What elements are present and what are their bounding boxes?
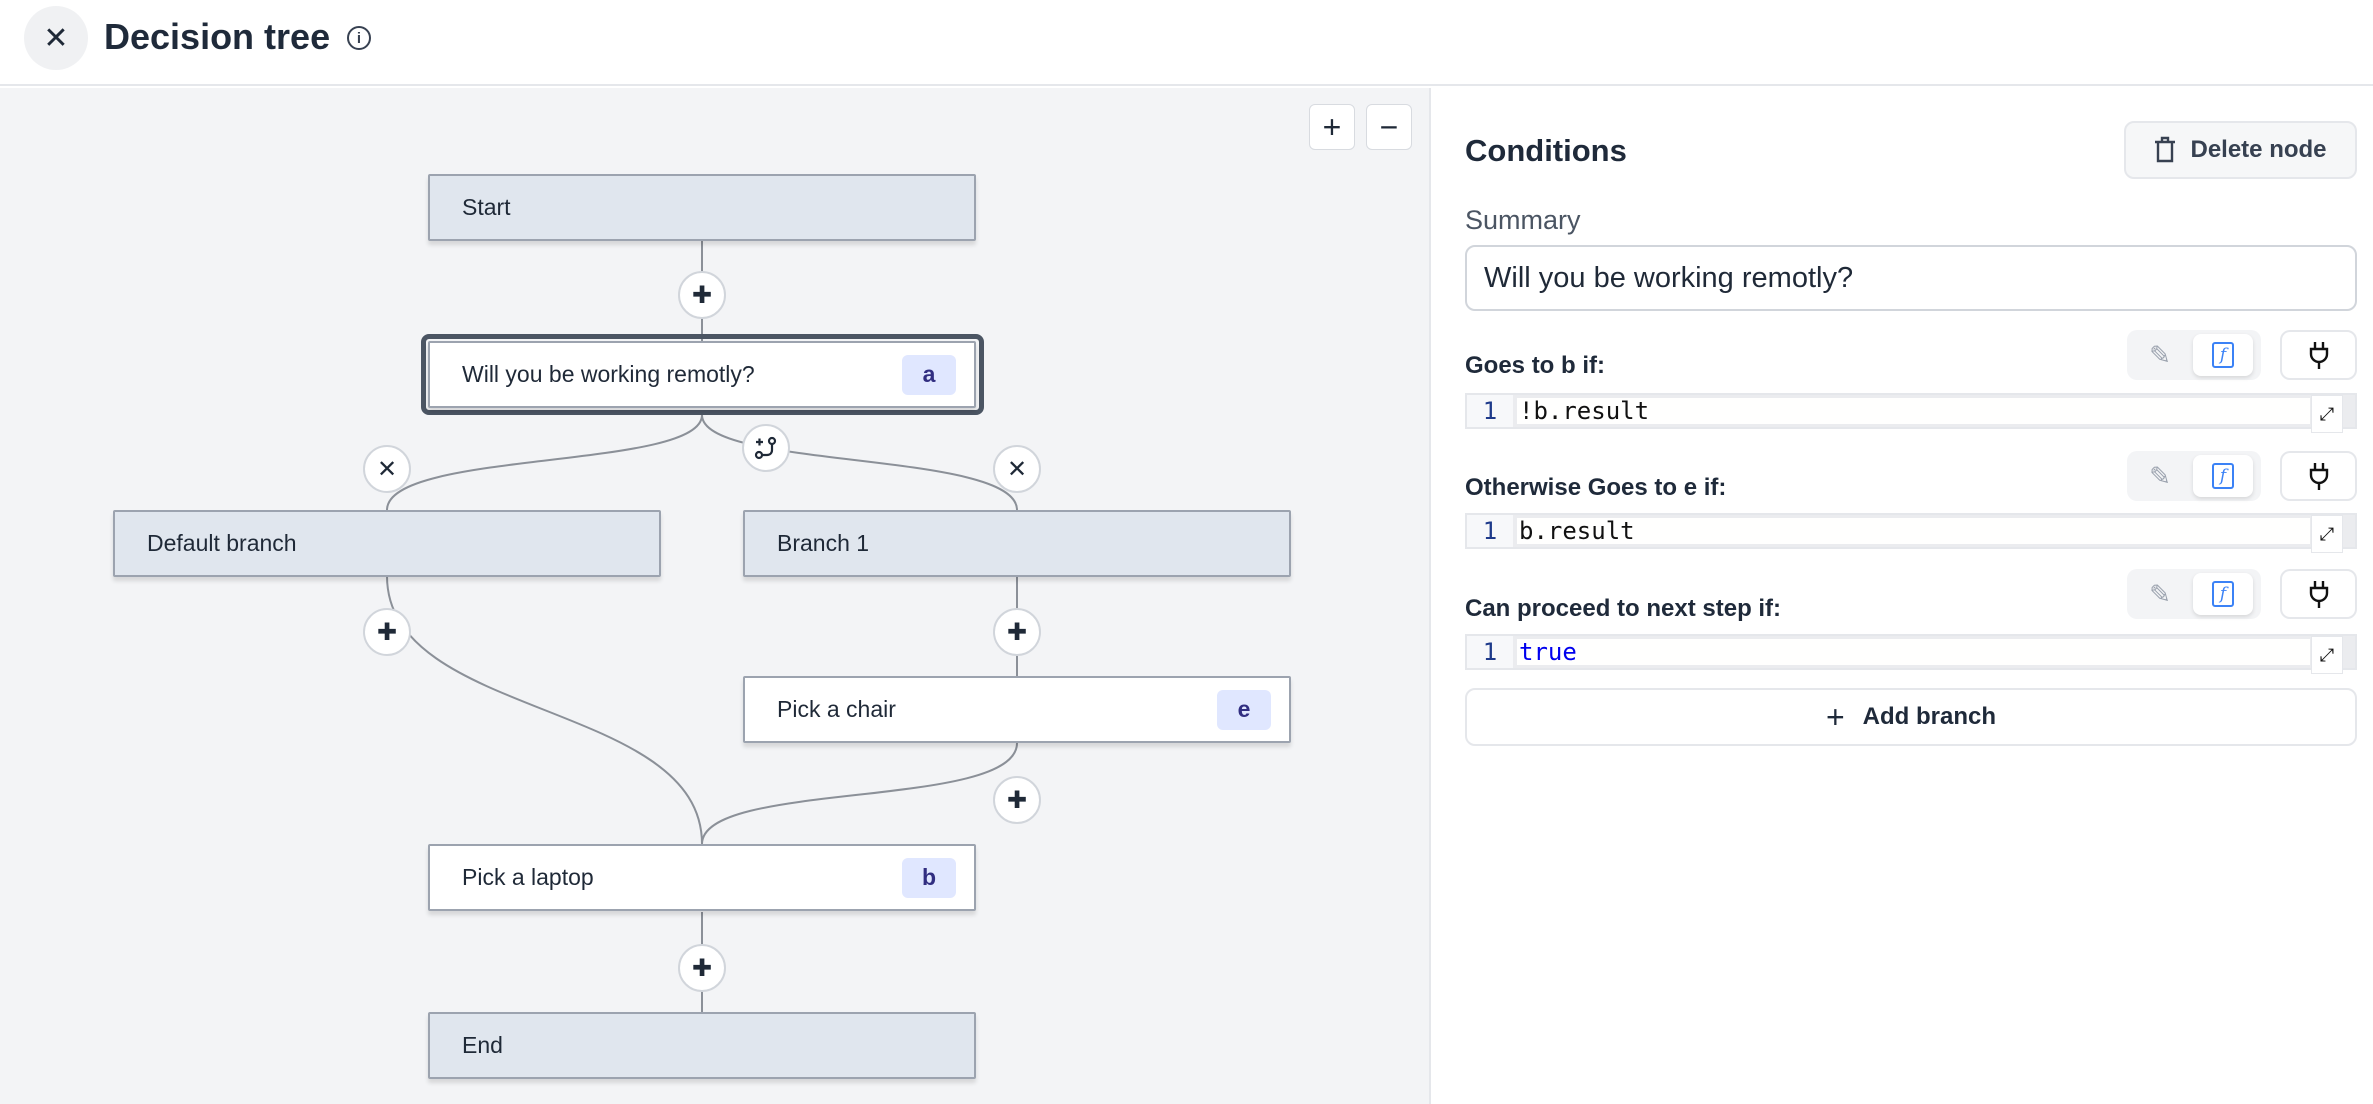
plus-icon: ✚ (1006, 618, 1028, 646)
summary-input[interactable] (1465, 245, 2357, 311)
expand-icon[interactable]: ⤢ (2311, 636, 2343, 674)
plus-icon: ✚ (376, 618, 398, 646)
selection-outline (421, 334, 984, 415)
node-label: Default branch (147, 530, 297, 556)
code-text[interactable]: true (1517, 638, 2310, 666)
edge-default-laptop (386, 575, 703, 845)
git-branch-plus-icon (754, 436, 777, 460)
trash-icon (2155, 136, 2176, 163)
close-icon: ✕ (1006, 455, 1028, 483)
node-end[interactable]: End (428, 1012, 976, 1079)
plus-icon: ✚ (1006, 786, 1028, 814)
function-icon: f (2212, 342, 2234, 368)
summary-label: Summary (1465, 205, 1581, 235)
node-badge: e (1217, 689, 1271, 730)
edge-question-default (386, 414, 703, 511)
code-editor[interactable]: 1 b.result ⤢ (1465, 513, 2357, 553)
panel-title: Conditions (1465, 133, 1627, 168)
delete-node-button[interactable]: Delete node (2124, 121, 2357, 179)
expand-icon[interactable]: ⤢ (2311, 395, 2343, 433)
pencil-icon[interactable]: ✎ (2149, 339, 2171, 370)
info-icon[interactable]: i (347, 26, 371, 50)
add-step-button[interactable]: ✚ (363, 608, 411, 656)
flow-canvas[interactable] (0, 88, 1431, 1104)
formula-mode-button[interactable]: f (2193, 455, 2253, 497)
remove-branch-button[interactable]: ✕ (993, 445, 1041, 493)
edge-question-branch1 (701, 414, 1018, 511)
zoom-in-button[interactable]: + (1309, 104, 1355, 150)
plug-icon (2309, 342, 2328, 369)
code-text[interactable]: b.result (1517, 517, 2310, 545)
editor-mode-toggle: ✎ f (2127, 330, 2261, 380)
node-default-branch[interactable]: Default branch (113, 510, 661, 577)
add-step-button[interactable]: ✚ (678, 271, 726, 319)
node-badge: a (902, 354, 956, 395)
node-start[interactable]: Start (428, 174, 976, 241)
function-icon: f (2212, 463, 2234, 489)
node-label: Start (462, 194, 511, 220)
add-step-button[interactable]: ✚ (993, 608, 1041, 656)
condition-label: Otherwise Goes to e if: (1465, 474, 1727, 501)
condition-label: Goes to b if: (1465, 352, 1605, 379)
add-branch-node-button[interactable] (742, 424, 790, 472)
close-icon: ✕ (43, 21, 69, 55)
remove-branch-button[interactable]: ✕ (363, 445, 411, 493)
plug-button[interactable] (2280, 330, 2357, 380)
node-label: Pick a chair (777, 696, 896, 722)
plug-button[interactable] (2280, 451, 2357, 501)
code-editor[interactable]: 1 true ⤢ (1465, 634, 2357, 674)
add-step-button[interactable]: ✚ (993, 776, 1041, 824)
plug-icon (2309, 463, 2328, 490)
header: ✕ Decision tree i (0, 0, 2373, 86)
formula-mode-button[interactable]: f (2193, 573, 2253, 615)
node-badge: b (902, 857, 956, 898)
formula-mode-button[interactable]: f (2193, 334, 2253, 376)
page-title: Decision tree (104, 16, 331, 57)
node-label: End (462, 1032, 503, 1058)
plug-button[interactable] (2280, 569, 2357, 619)
close-button[interactable]: ✕ (24, 6, 88, 70)
editor-mode-toggle: ✎ f (2127, 569, 2261, 619)
pencil-icon[interactable]: ✎ (2149, 578, 2171, 609)
delete-node-label: Delete node (2190, 136, 2327, 163)
node-pick-laptop[interactable]: Pick a laptop b (428, 844, 976, 911)
plus-icon: + (1825, 698, 1845, 735)
function-icon: f (2212, 581, 2234, 607)
plus-icon: ✚ (691, 281, 713, 309)
plug-icon (2309, 581, 2328, 608)
node-question[interactable]: Will you be working remotly? a (428, 341, 976, 408)
zoom-out-button[interactable]: − (1366, 104, 1412, 150)
pencil-icon[interactable]: ✎ (2149, 460, 2171, 491)
node-pick-chair[interactable]: Pick a chair e (743, 676, 1291, 743)
condition-label: Can proceed to next step if: (1465, 595, 1782, 622)
editor-mode-toggle: ✎ f (2127, 451, 2261, 501)
expand-icon[interactable]: ⤢ (2311, 515, 2343, 553)
node-label: Branch 1 (777, 530, 870, 556)
code-editor[interactable]: 1 !b.result ⤢ (1465, 393, 2357, 433)
line-number: 1 (1467, 636, 1513, 668)
add-branch-button[interactable]: + Add branch (1465, 688, 2357, 746)
add-branch-label: Add branch (1862, 703, 1997, 730)
line-number: 1 (1467, 395, 1513, 427)
node-label: Pick a laptop (462, 864, 594, 890)
edge-chair-laptop (701, 742, 1018, 845)
add-step-button[interactable]: ✚ (678, 944, 726, 992)
line-number: 1 (1467, 515, 1513, 547)
node-branch-1[interactable]: Branch 1 (743, 510, 1291, 577)
code-text[interactable]: !b.result (1517, 397, 2310, 425)
close-icon: ✕ (376, 455, 398, 483)
node-label: Will you be working remotly? (462, 361, 755, 387)
plus-icon: ✚ (691, 954, 713, 982)
